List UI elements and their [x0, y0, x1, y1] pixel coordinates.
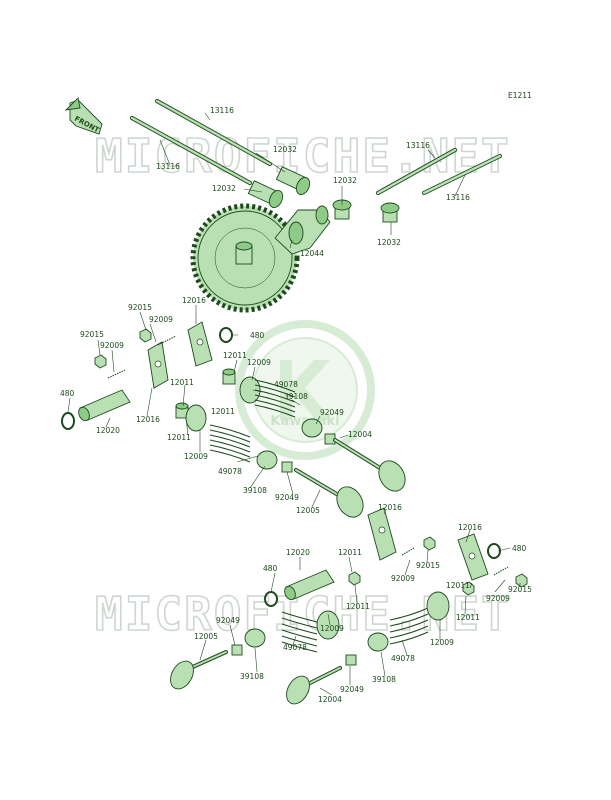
- label-collar: 12011: [223, 351, 247, 360]
- label-spring-retainer: 39108: [240, 672, 264, 681]
- tappet-right-b: [380, 202, 400, 223]
- label-valve-spring: 49078: [391, 654, 415, 663]
- label-adjust-screw: 92009: [100, 341, 124, 350]
- label-tappet: 12032: [273, 145, 297, 154]
- rocker-shaft-upper: [78, 389, 131, 422]
- label-collar: 12011: [167, 433, 191, 442]
- label-collar: 12011: [346, 602, 370, 611]
- label-rocker-arm: 12016: [378, 503, 402, 512]
- label-rocker-shaft: 12020: [286, 548, 310, 557]
- label-tappet: 12032: [377, 238, 401, 247]
- valve-intake-lower: [170, 650, 228, 690]
- rocker-arm-upper-right: [187, 321, 213, 367]
- part-labels: 13116 13116 12032 12032 13116 12032 1203…: [60, 106, 532, 704]
- label-adjust-screw: 92009: [149, 315, 173, 324]
- label-exhaust-valve: 12004: [348, 430, 372, 439]
- label-spring-retainer: 39108: [284, 392, 308, 401]
- valve-springs-upper: [185, 376, 323, 470]
- keepers-lower: [231, 644, 357, 666]
- label-collar: 12011: [338, 548, 362, 557]
- label-nut: 92015: [80, 330, 104, 339]
- collars-upper: [175, 368, 236, 419]
- label-collar: 12011: [170, 378, 194, 387]
- label-collar: 12011: [211, 407, 235, 416]
- label-nut: 92015: [508, 585, 532, 594]
- valve-intake-upper: [294, 468, 364, 518]
- label-push-rod: 13116: [406, 141, 430, 150]
- rocker-arm-upper-left: [147, 341, 169, 389]
- label-spring-seat: 12009: [247, 358, 271, 367]
- label-collar: 12011: [446, 581, 470, 590]
- label-rocker-arm: 12016: [458, 523, 482, 532]
- camshaft-gear: [190, 203, 331, 313]
- label-spring-seat: 12009: [430, 638, 454, 647]
- front-arrow-icon: FRONT: [64, 97, 103, 135]
- label-intake-valve: 12005: [194, 632, 218, 641]
- label-push-rod: 13116: [446, 193, 470, 202]
- label-spring-retainer: 39108: [243, 486, 267, 495]
- valve-exhaust-lower: [286, 666, 342, 705]
- label-intake-valve: 12005: [296, 506, 320, 515]
- valve-springs-lower: [244, 591, 450, 653]
- leader-lines: [67, 112, 521, 696]
- label-collar: 12011: [456, 613, 480, 622]
- label-keeper: 92049: [216, 616, 240, 625]
- rocker-shaft-lower: [284, 569, 335, 601]
- label-exhaust-valve: 12004: [318, 695, 342, 704]
- push-rod-right-pair: [375, 147, 503, 196]
- tappet-left-lower: [247, 180, 284, 208]
- label-push-rod: 13116: [210, 106, 234, 115]
- label-circlip: 480: [250, 331, 265, 340]
- valve-exhaust-upper: [333, 438, 406, 492]
- adjust-screws-upper: [94, 328, 177, 379]
- label-keeper: 92049: [320, 408, 344, 417]
- label-valve-spring: 49078: [283, 643, 307, 652]
- label-keeper: 92049: [340, 685, 364, 694]
- label-spring-retainer: 39108: [372, 675, 396, 684]
- label-rocker-shaft: 12020: [96, 426, 120, 435]
- label-rocker-arm: 12016: [136, 415, 160, 424]
- label-circlip: 480: [60, 389, 75, 398]
- label-spring-seat: 12009: [184, 452, 208, 461]
- label-circlip: 480: [263, 564, 278, 573]
- label-adjust-screw: 92009: [486, 594, 510, 603]
- label-spring-seat: 12009: [320, 624, 344, 633]
- label-keeper: 92049: [275, 493, 299, 502]
- label-circlip: 480: [512, 544, 527, 553]
- label-push-rod: 13116: [156, 162, 180, 171]
- label-valve-spring: 49078: [274, 380, 298, 389]
- label-valve-spring: 49078: [218, 467, 242, 476]
- rocker-arm-lower-left: [367, 507, 397, 561]
- label-tappet: 12032: [212, 184, 236, 193]
- push-rod-left-pair: [129, 98, 273, 186]
- label-nut: 92015: [416, 561, 440, 570]
- collars-lower: [348, 571, 361, 586]
- label-tappet: 12032: [333, 176, 357, 185]
- label-rocker-arm: 12016: [182, 296, 206, 305]
- tappet-left-upper: [275, 166, 311, 195]
- rocker-arm-lower-right: [457, 533, 489, 581]
- label-nut: 92015: [128, 303, 152, 312]
- label-adjust-screw: 92009: [391, 574, 415, 583]
- tappet-right-a: [332, 199, 352, 220]
- diagram-code: E1211: [508, 91, 532, 100]
- label-camshaft: 12044: [300, 249, 324, 258]
